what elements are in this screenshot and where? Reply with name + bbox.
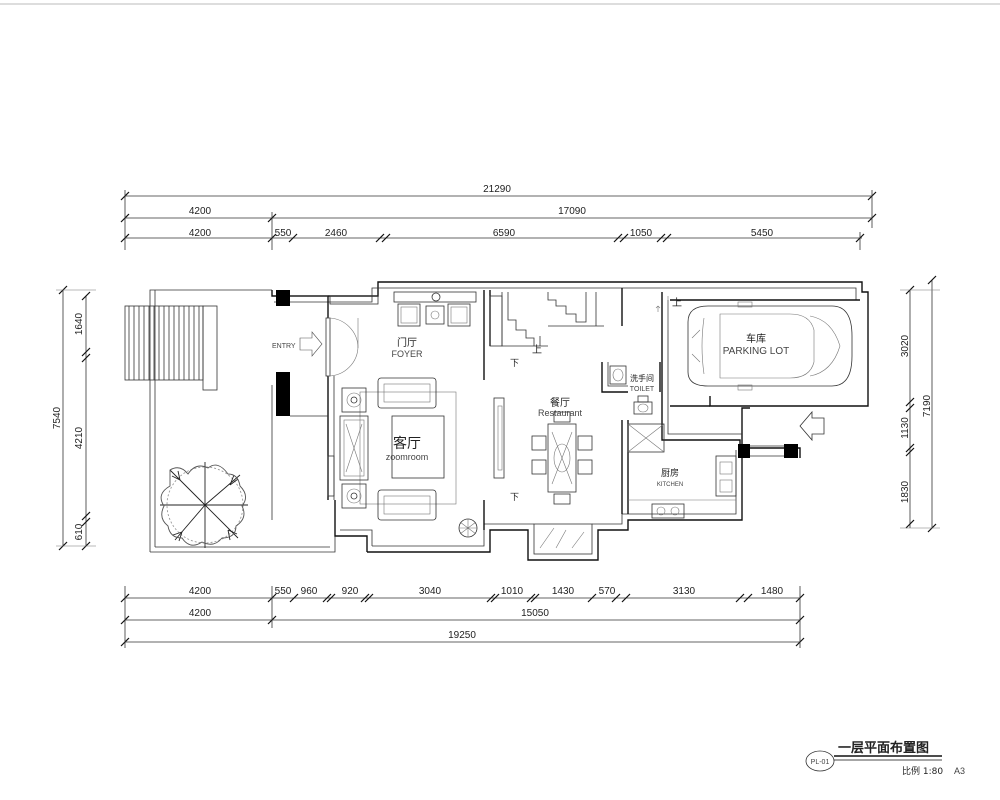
foyer-label-cn: 门厅 (397, 336, 417, 349)
drawing-title: 一层平面布置图 (838, 740, 929, 756)
tree-symbol (160, 462, 248, 548)
top-dimensions: 21290 4200 17090 4200 550 2460 6590 1050… (120, 184, 877, 250)
left-dimensions: 7540 1640 4210 610 (52, 285, 96, 551)
dim-bot-seg-1: 4200 (189, 586, 212, 597)
paper-size: A3 (954, 766, 965, 776)
dim-bot-seg-8: 570 (599, 586, 616, 597)
dim-left-total: 7540 (52, 406, 63, 429)
stair-up-label: 上 (532, 344, 542, 356)
dim-top-seg-5: 1050 (630, 228, 653, 239)
window (325, 317, 331, 377)
dim-bot-mid-1: 4200 (189, 608, 212, 619)
dim-bot-seg-4: 920 (342, 586, 359, 597)
dim-left-seg-2: 4210 (74, 426, 85, 449)
dining-label-cn: 餐厅 (550, 396, 570, 409)
window (327, 455, 335, 497)
foyer-furniture (393, 291, 477, 327)
living-label-en: zoomroom (386, 452, 429, 462)
dining-furniture (493, 397, 593, 505)
dim-top-seg-2: 550 (275, 228, 292, 239)
dim-top-seg-4: 6590 (493, 228, 516, 239)
toilet-label-en: TOILET (630, 386, 655, 393)
entry-doors (299, 317, 359, 377)
column (738, 444, 750, 458)
right-dimensions: 3020 1130 1830 7190 (900, 275, 940, 533)
stair-down-label: 下 (510, 493, 519, 503)
garage-label-cn: 车库 (746, 332, 766, 345)
house-walls (271, 281, 869, 561)
dim-top-seg-6: 5450 (751, 228, 774, 239)
toilet-fixtures (609, 365, 653, 415)
window (489, 295, 503, 347)
drawing-scale: 比例 1:80 (902, 765, 943, 777)
garage-stair (655, 296, 669, 330)
dim-bot-seg-7: 1430 (552, 586, 575, 597)
column (276, 290, 290, 306)
living-label-cn: 客厅 (393, 435, 421, 452)
garage-label-en: PARKING LOT (723, 346, 790, 357)
dim-bot-seg-3: 960 (301, 586, 318, 597)
dim-right-total: 7190 (922, 394, 933, 417)
dim-right-seg-2: 1130 (900, 417, 911, 439)
courtyard (124, 289, 336, 553)
car-symbol (687, 301, 853, 391)
room-labels: ENTRY 门厅 FOYER 客厅 zoomroom 餐厅 Restaurant… (272, 332, 789, 488)
drawing-code-bubble (805, 750, 835, 772)
window (533, 523, 593, 555)
dim-left-seg-1: 1640 (74, 312, 85, 335)
staircase (501, 292, 604, 347)
dim-bot-mid-2: 15050 (521, 608, 549, 619)
dim-bot-seg-5: 3040 (419, 586, 442, 597)
dim-right-seg-1: 3020 (900, 334, 911, 357)
garage-stair-up-label: 上 (672, 297, 682, 309)
dim-bot-seg-2: 550 (275, 586, 292, 597)
window (329, 295, 379, 305)
dining-label-en: Restaurant (538, 408, 583, 418)
dim-left-seg-3: 610 (74, 523, 85, 540)
dim-bot-seg-10: 1480 (761, 586, 784, 597)
bottom-dimensions: 4200 550 960 920 3040 1010 1430 570 3130… (120, 586, 805, 648)
stair-down-label: 下 (510, 359, 519, 369)
garage-entry-arrow-icon (799, 410, 825, 442)
dim-top-mid-2: 17090 (558, 206, 586, 217)
dim-top-total: 21290 (483, 184, 511, 195)
dim-right-seg-3: 1830 (900, 480, 911, 503)
dim-top-mid-1: 4200 (189, 206, 212, 217)
drawing-code: PL-01 (811, 759, 830, 766)
dim-bot-seg-6: 1010 (501, 586, 524, 597)
column (784, 444, 798, 458)
entry-label: ENTRY (272, 343, 296, 350)
living-furniture (339, 377, 478, 538)
kitchen-fixtures (627, 423, 737, 519)
entry-steps (124, 305, 218, 391)
column (276, 372, 290, 416)
kitchen-label-cn: 厨房 (661, 467, 679, 479)
dim-top-seg-1: 4200 (189, 228, 212, 239)
title-block: PL-01 一层平面布置图 比例 1:80 A3 (805, 740, 965, 777)
dim-top-seg-3: 2460 (325, 228, 348, 239)
dim-bot-total: 19250 (448, 630, 476, 641)
dim-bot-seg-9: 3130 (673, 586, 696, 597)
foyer-label-en: FOYER (391, 349, 423, 359)
kitchen-label-en: KITCHEN (657, 482, 683, 488)
toilet-label-cn: 洗手间 (630, 373, 654, 383)
